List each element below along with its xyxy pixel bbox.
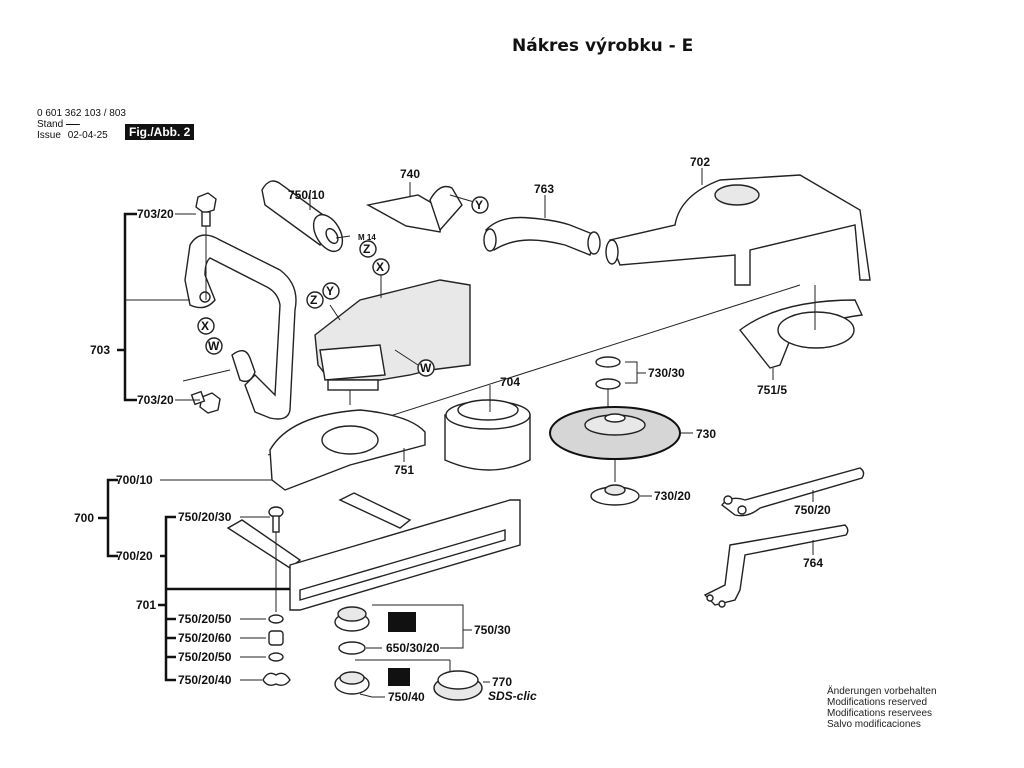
- part-750-30-flange-nut: [334, 604, 472, 649]
- part-750-20-spanner: [721, 467, 865, 517]
- part-702-extraction-guard: [605, 168, 871, 286]
- label-750-20-50-a: 750/20/50: [178, 612, 232, 626]
- part-700-cutting-guide: [226, 492, 521, 612]
- notice-line: Salvo modificaciones: [827, 719, 921, 730]
- part-750-20-30-bolt: [268, 506, 284, 533]
- part-703-20-bolt-bottom: [182, 369, 231, 414]
- part-703-20-bolt-top: [195, 192, 217, 300]
- label-703-20-top: 703/20: [137, 207, 174, 221]
- angle-grinder-body: [314, 275, 471, 405]
- label-750-20-40: 750/20/40: [178, 673, 232, 687]
- label-sds-clic: SDS-clic: [488, 689, 537, 703]
- label-703-20-bottom: 703/20: [137, 393, 174, 407]
- part-730-grinding-disc: [549, 406, 693, 482]
- label-700-20: 700/20: [116, 549, 153, 563]
- label-751-5: 751/5: [757, 383, 787, 397]
- part-730-30-washers: [595, 356, 646, 412]
- label-740: 740: [400, 167, 420, 181]
- part-751-5-guard: [739, 285, 864, 380]
- label-750-20-30: 750/20/30: [178, 510, 232, 524]
- label-m14-thread: M 14: [358, 233, 376, 242]
- part-704-cup-guard: [444, 385, 531, 471]
- marker-z-body: Z: [306, 291, 324, 309]
- svg-text:W: W: [420, 361, 432, 375]
- part-764-spanner: [703, 524, 849, 608]
- label-700: 700: [74, 511, 94, 525]
- svg-text:Y: Y: [475, 198, 483, 212]
- svg-text:X: X: [201, 319, 209, 333]
- part-650-30-20-ring: [338, 641, 382, 655]
- label-650-30-20: 650/30/20: [386, 641, 440, 655]
- label-764: 764: [803, 556, 823, 570]
- label-750-20-50-b: 750/20/50: [178, 650, 232, 664]
- label-704: 704: [500, 375, 520, 389]
- svg-text:X: X: [376, 260, 384, 274]
- marker-x-top: X: [372, 258, 390, 276]
- label-763: 763: [534, 182, 554, 196]
- part-750-40-nut: [334, 659, 451, 698]
- label-750-40: 750/40: [388, 690, 425, 704]
- part-number: 0 601 362 103 / 803: [37, 108, 126, 119]
- part-703-handle: [184, 234, 297, 420]
- part-730-20-flange: [590, 484, 652, 506]
- part-750-10-side-handle: [261, 180, 351, 253]
- notice-line: Änderungen vorbehalten: [827, 686, 937, 697]
- marker-y-bracket: Y: [471, 196, 489, 214]
- label-703: 703: [90, 343, 110, 357]
- label-730-20: 730/20: [654, 489, 691, 503]
- notice-line: Modifications reservees: [827, 708, 933, 719]
- svg-text:W: W: [208, 339, 220, 353]
- svg-text:Z: Z: [363, 242, 370, 256]
- notice-line: Modifications reserved: [827, 697, 928, 708]
- label-750-10: 750/10: [288, 188, 325, 202]
- label-700-10: 700/10: [116, 473, 153, 487]
- part-740-bracket: [365, 182, 475, 233]
- label-750-30: 750/30: [474, 623, 511, 637]
- svg-text:Z: Z: [310, 293, 317, 307]
- label-750-20-60: 750/20/60: [178, 631, 232, 645]
- label-770: 770: [492, 675, 512, 689]
- label-702: 702: [690, 155, 710, 169]
- label-751: 751: [394, 463, 414, 477]
- part-750-20-fasteners: [262, 614, 291, 687]
- label-750-20: 750/20: [794, 503, 831, 517]
- figure-label: Fig./Abb. 2: [125, 124, 195, 140]
- part-763-hose: [483, 195, 601, 256]
- issue-date: 02-04-25: [67, 130, 108, 141]
- label-701: 701: [136, 598, 156, 612]
- marker-z-handle: Z: [359, 240, 377, 258]
- document-header: 0 601 362 103 / 803 Stand Issue 02-04-25: [37, 108, 126, 141]
- label-730-30: 730/30: [648, 366, 685, 380]
- modifications-notice: Änderungen vorbehalten Modifications res…: [827, 686, 937, 730]
- marker-x-handle: X: [197, 317, 215, 335]
- svg-text:Y: Y: [326, 284, 334, 298]
- page-title: Nákres výrobku - E: [512, 36, 694, 56]
- part-770-sds-clic-nut: [433, 670, 490, 701]
- marker-w-body: W: [417, 359, 435, 377]
- stand-label: Stand: [37, 119, 64, 130]
- label-730: 730: [696, 427, 716, 441]
- issue-label: Issue: [37, 130, 61, 141]
- marker-w-handle: W: [205, 337, 223, 355]
- part-751-guard: [269, 409, 426, 491]
- marker-y-body: Y: [322, 282, 340, 300]
